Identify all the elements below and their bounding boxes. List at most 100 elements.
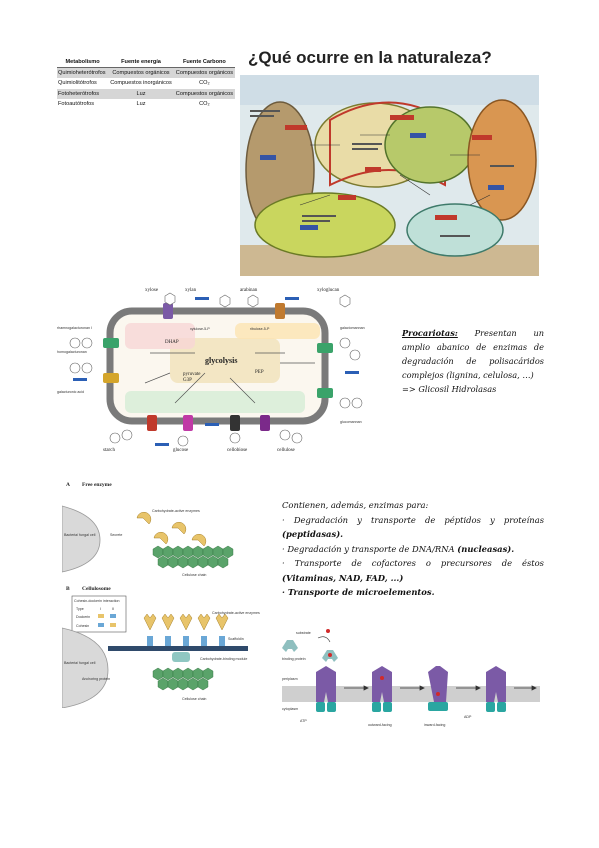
type-label: Type <box>76 607 84 611</box>
fungal-cell-a <box>62 505 101 573</box>
xylulose-region <box>235 323 320 339</box>
cellulose-label-a: Cellulose chain <box>182 573 206 577</box>
secrete-label: Secrete <box>110 533 122 537</box>
sugar-cellobiose: cellobiose <box>227 448 248 453</box>
cellulose-chain-a <box>152 545 234 569</box>
gene-labels <box>73 297 359 446</box>
metabolism-table: Metabolismo Fuente energía Fuente Carbon… <box>57 57 235 110</box>
table-row: Quimiolitótrofos Compuestos inorgánicos … <box>57 78 235 88</box>
table-row: Fotoautótrofos Luz CO₂ <box>57 99 235 109</box>
sugar-starch: starch <box>103 448 115 453</box>
enzymes-item-bold: (Vitaminas, NAD, FAD, ...) <box>282 572 404 583</box>
column-header: Fuente Carbono <box>173 57 235 68</box>
cellulose-label-b: Cellulose chain <box>182 697 206 701</box>
sugar-galacturonic-acid: galacturonic acid <box>57 390 84 394</box>
ecosystem-sky <box>240 75 539 105</box>
panel-b-title: Cellulosome <box>82 586 111 592</box>
page-title: ¿Qué ocurre en la naturaleza? <box>248 48 492 67</box>
sugar-labels: xylose xylan arabinan xyloglucan rhamnog… <box>57 288 365 453</box>
atp-label: ATP <box>300 719 307 723</box>
enzymes-item-text: · Transporte de cofactores o precursores… <box>282 558 544 568</box>
enzymes-label-a: Carbohydrate-active enzymes <box>152 509 200 513</box>
type-i-label: I <box>100 607 101 611</box>
prokaryotes-heading: Procariotas: <box>402 328 458 338</box>
cellulosome-figure: A Free enzyme Bacteria/ fungal cell Secr… <box>62 482 260 708</box>
scaffoldin-bar <box>108 646 248 651</box>
sugar-xylose: xylose <box>145 288 159 293</box>
enzymes-item: · Transporte de microelementos. <box>282 585 544 600</box>
table-cell: Quimioheterótrofos <box>57 67 109 79</box>
metabolite-ribulose: ribulose-5-P <box>250 327 270 331</box>
cbm-module <box>172 652 190 662</box>
enzymes-item-text: · Degradación y transporte de DNA/RNA <box>282 543 455 554</box>
periplasm-label: periplasm <box>282 677 298 681</box>
enzymes-item: · Degradación y transporte de DNA/RNA (n… <box>282 542 544 557</box>
glycolysis-label: glycolysis <box>205 356 237 365</box>
adp-label: ADP <box>464 715 472 719</box>
cell-label-b: Bacteria/ fungal cell <box>64 661 96 665</box>
sugar-glucose: glucose <box>173 448 189 453</box>
membrane-band <box>282 686 540 702</box>
metabolite-pyruvate: pyruvate <box>183 372 201 377</box>
table-cell: Luz <box>136 101 146 108</box>
sugar-xylan: xylan <box>185 288 197 293</box>
table-cell: Compuestos orgánicos <box>108 67 174 79</box>
substrate-label: substrate <box>296 631 311 635</box>
metabolite-dhap: DHAP <box>165 340 179 345</box>
cytoplasm-label: cytoplasm <box>282 707 298 711</box>
pathway-arrows <box>299 134 491 206</box>
cellulose-chain-b <box>152 667 214 691</box>
pentose-region <box>125 323 195 349</box>
binding-protein-empty <box>282 640 298 652</box>
metabolite-pep: PEP <box>255 370 264 375</box>
cycle-arrows <box>344 685 537 691</box>
column-header: Fuente energía <box>108 57 174 68</box>
sugar-glucomannan: glucomannan <box>340 420 362 424</box>
cell-teal <box>406 203 504 257</box>
transporter-2 <box>372 666 392 712</box>
enzymes-item-bold: · Transporte de microelementos. <box>282 587 435 597</box>
table-cell: CO₂ <box>199 101 210 108</box>
diagram-arrows <box>144 352 315 404</box>
table-row: Quimioheterótrofos Compuestos orgánicos … <box>57 67 235 79</box>
table-cell: Quimiolitótrofos <box>58 80 97 87</box>
prokaryotes-note: Procariotas: Presentan un amplio abanico… <box>402 326 544 396</box>
free-enzymes <box>136 512 207 547</box>
enzymes-item: · Transporte de cofactores o precursores… <box>282 556 544 585</box>
anchoring-label: Anchoring protein <box>82 677 110 681</box>
inward-facing-label: inward-facing <box>424 723 445 727</box>
enzymes-note: Contienen, además, enzimas para: · Degra… <box>282 498 544 600</box>
table-cell: Compuestos orgánicos <box>173 67 235 79</box>
outward-facing-label: outward-facing <box>368 723 392 727</box>
table-cell: Luz <box>108 88 174 100</box>
transporter-icons <box>103 303 333 431</box>
panel-b-letter: B <box>66 586 70 592</box>
table-cell: Compuestos orgánicos <box>173 88 235 100</box>
prokaryotes-body: Presentan un amplio abanico de enzimas d… <box>402 328 544 380</box>
transporter-3 <box>428 666 448 711</box>
fungal-cell-b <box>62 627 109 708</box>
sugar-monomer-icons <box>69 292 363 447</box>
type-ii-label: II <box>112 607 114 611</box>
dockerin-label: Dockerin <box>76 615 90 619</box>
glycolysis-box <box>170 338 280 383</box>
protein-labels <box>260 133 504 230</box>
enzymes-item-bold: (peptidasas). <box>282 529 344 539</box>
table-cell: Compuestos inorgánicos <box>110 80 172 87</box>
bound-substrate-dot <box>328 653 332 657</box>
prokaryotes-arrow-line: => Glicosil Hidrolasas <box>402 384 497 394</box>
table-cell: Fotoheterótrofos <box>57 88 109 100</box>
transporter-4 <box>486 666 506 712</box>
enzymes-item-bold: (nucleasas). <box>457 543 515 554</box>
membrane-red <box>329 101 446 187</box>
legend-swatches <box>98 614 116 627</box>
table-cell: Fotoautótrofos <box>58 101 95 108</box>
binding-arrow <box>317 636 331 643</box>
cbm-label: Carbohydrate-binding module <box>200 657 247 661</box>
sugar-cellulose: cellulose <box>277 448 296 453</box>
column-header: Metabolismo <box>57 57 109 68</box>
ecosystem-figure <box>240 75 539 276</box>
cell-lime <box>254 192 396 258</box>
enzyme-labels <box>285 115 492 220</box>
cohesin-modules <box>147 636 225 646</box>
